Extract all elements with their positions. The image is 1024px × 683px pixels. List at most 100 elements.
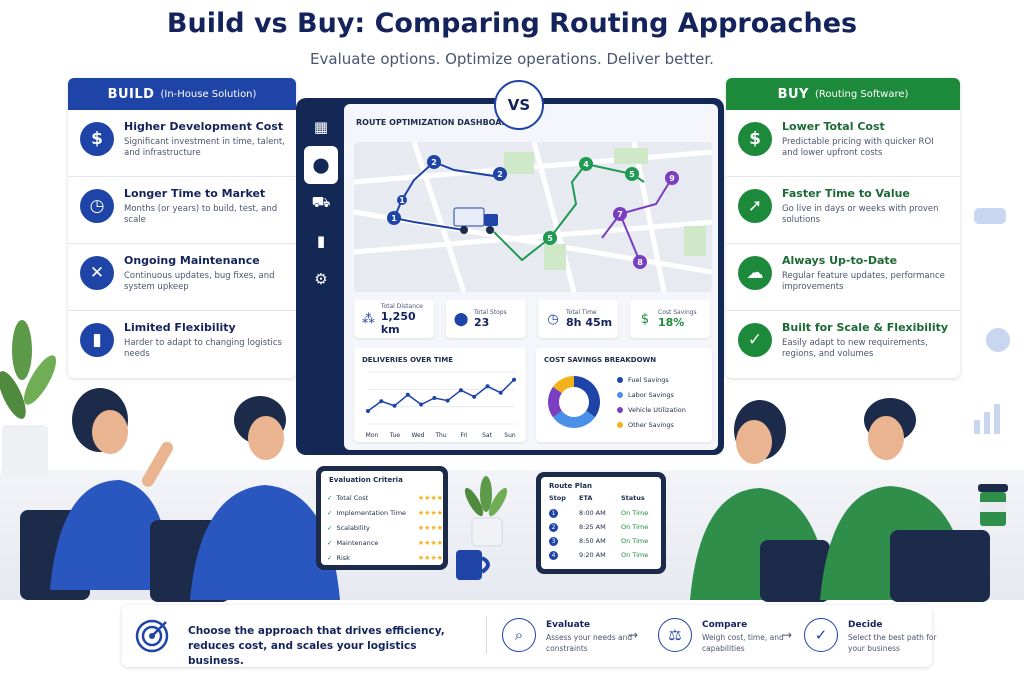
legend-swatch (617, 422, 623, 428)
evaluation-row: ✓Maintenance★★★★ (327, 535, 443, 550)
donut-slice (574, 376, 600, 418)
dashboard-title: ROUTE OPTIMIZATION DASHBOARD (356, 118, 515, 127)
chart-icon[interactable]: ▮ (316, 232, 326, 250)
status: On Time (621, 537, 649, 545)
star-rating: ★★★★ (417, 538, 443, 547)
stop-badge: 3 (549, 536, 558, 546)
col-header: Stop (549, 494, 566, 502)
criteria-label: Scalability (336, 523, 370, 532)
map-stop: 4 (583, 160, 589, 169)
truck-icon[interactable]: ⛟ (311, 193, 331, 211)
eta: 9:20 AM (579, 551, 606, 559)
build-item: ✕ Ongoing Maintenance Continuous updates… (68, 244, 296, 311)
step-title: Decide (848, 620, 883, 630)
star-rating: ★★★★ (417, 493, 443, 502)
kpi-label: Cost Savings (658, 309, 697, 316)
divider (486, 616, 487, 654)
item-title: Lower Total Cost (782, 120, 885, 133)
route-map[interactable]: 1 1 2 2 4 5 5 7 8 9 (354, 142, 712, 292)
coffee-cup (978, 484, 1008, 526)
car-icon (974, 208, 1006, 224)
grid-icon[interactable]: ▦ (313, 118, 329, 136)
legend-label: Fuel Savings (628, 376, 669, 384)
stop-badge: 1 (549, 508, 558, 518)
buy-sublabel: (Routing Software) (814, 88, 909, 100)
arrow-right-icon: → (782, 628, 793, 642)
data-point (432, 396, 437, 400)
step-desc: Assess your needs and constraints (546, 633, 633, 653)
tick-label: Wed (411, 432, 424, 439)
star-rating: ★★★★ (417, 508, 443, 517)
bar-chart-icon: ▮ (80, 323, 114, 357)
tick-label: Tue (389, 432, 401, 439)
bar-chart-icon (974, 420, 980, 434)
star-rating: ★★★★ (417, 523, 443, 532)
build-item: ▮ Limited Flexibility Harder to adapt to… (68, 311, 296, 378)
build-label: BUILD (107, 86, 155, 102)
page-subtitle: Evaluate options. Optimize operations. D… (310, 50, 714, 68)
item-desc: Predictable pricing with quicker ROI and… (782, 137, 934, 159)
item-desc: Continuous updates, bug fixes, and syste… (124, 271, 275, 293)
check-icon: ✓ (327, 493, 333, 502)
item-title: Faster Time to Value (782, 187, 910, 200)
donut-slice (548, 386, 562, 418)
check-icon: ✓ (327, 538, 333, 547)
eta: 8:50 AM (579, 537, 606, 545)
bottom-message: Choose the approach that drives efficien… (188, 625, 445, 668)
col-header: ETA (579, 494, 593, 502)
map-stop: 9 (669, 174, 675, 183)
tick-label: Thu (434, 432, 446, 439)
map-stop: 2 (497, 170, 503, 179)
desk-plant-mug (456, 476, 508, 580)
chart-title: COST SAVINGS BREAKDOWN (544, 356, 657, 364)
step-desc: Select the best path for your business (848, 633, 937, 653)
check-icon: ✓ (327, 508, 333, 517)
pin-icon (986, 328, 1010, 352)
item-title: Always Up-to-Date (782, 254, 898, 267)
magnify-icon: ⌕ (502, 618, 536, 652)
legend-swatch (617, 377, 623, 383)
buy-item: ☁ Always Up-to-Date Regular feature upda… (726, 244, 960, 311)
item-desc: Harder to adapt to changing logistics ne… (124, 338, 282, 360)
dashboard-nav: ▦ ⬤ ⛟ ▮ ⚙ (304, 108, 338, 308)
kpi-value: 23 (474, 316, 490, 329)
data-point (379, 399, 384, 404)
legend-label: Labor Savings (628, 391, 674, 399)
criteria-label: Total Cost (336, 493, 369, 502)
status: On Time (621, 551, 649, 559)
data-point (472, 394, 477, 399)
map-stop: 1 (391, 214, 397, 223)
decorative-side-icons (974, 208, 1010, 434)
gear-icon[interactable]: ⚙ (314, 270, 328, 288)
location-icon[interactable]: ⬤ (304, 146, 338, 184)
rocket-icon: ➚ (738, 189, 772, 223)
evaluation-row: ✓Risk★★★★ (327, 550, 443, 565)
check-icon: ✓ (327, 523, 333, 532)
item-title: Built for Scale & Flexibility (782, 321, 949, 334)
tick-label: Mon (366, 432, 379, 439)
buy-item: ➚ Faster Time to Value Go live in days o… (726, 177, 960, 244)
legend-swatch (617, 407, 623, 413)
kpi-card: $ Cost Savings 18% (630, 300, 710, 338)
data-point (445, 398, 450, 403)
vs-badge: VS (494, 80, 544, 130)
donut-slice (552, 410, 596, 428)
buy-panel: BUY (Routing Software) $ Lower Total Cos… (726, 78, 960, 378)
arrow-right-icon: → (628, 628, 639, 642)
data-point (366, 409, 370, 413)
donut-slice (552, 376, 574, 394)
data-point (485, 384, 490, 389)
stop-badge: 4 (549, 550, 558, 560)
map-stop: 5 (547, 234, 553, 243)
item-desc: Significant investment in time, talent, … (124, 137, 285, 159)
pin-icon: ⬤ (453, 311, 469, 327)
cloud-upload-icon: ☁ (738, 256, 772, 290)
kpi-value: 8h 45m (566, 316, 613, 329)
series-line (367, 379, 515, 412)
kpi-card: ⁂ Total Distance 1,250 km (354, 300, 434, 338)
kpi-card: ◷ Total Time 8h 45m (538, 300, 618, 338)
route-plan-header: Stop ETA Status (549, 494, 659, 502)
evaluation-row: ✓Total Cost ★★★★ (327, 490, 443, 505)
